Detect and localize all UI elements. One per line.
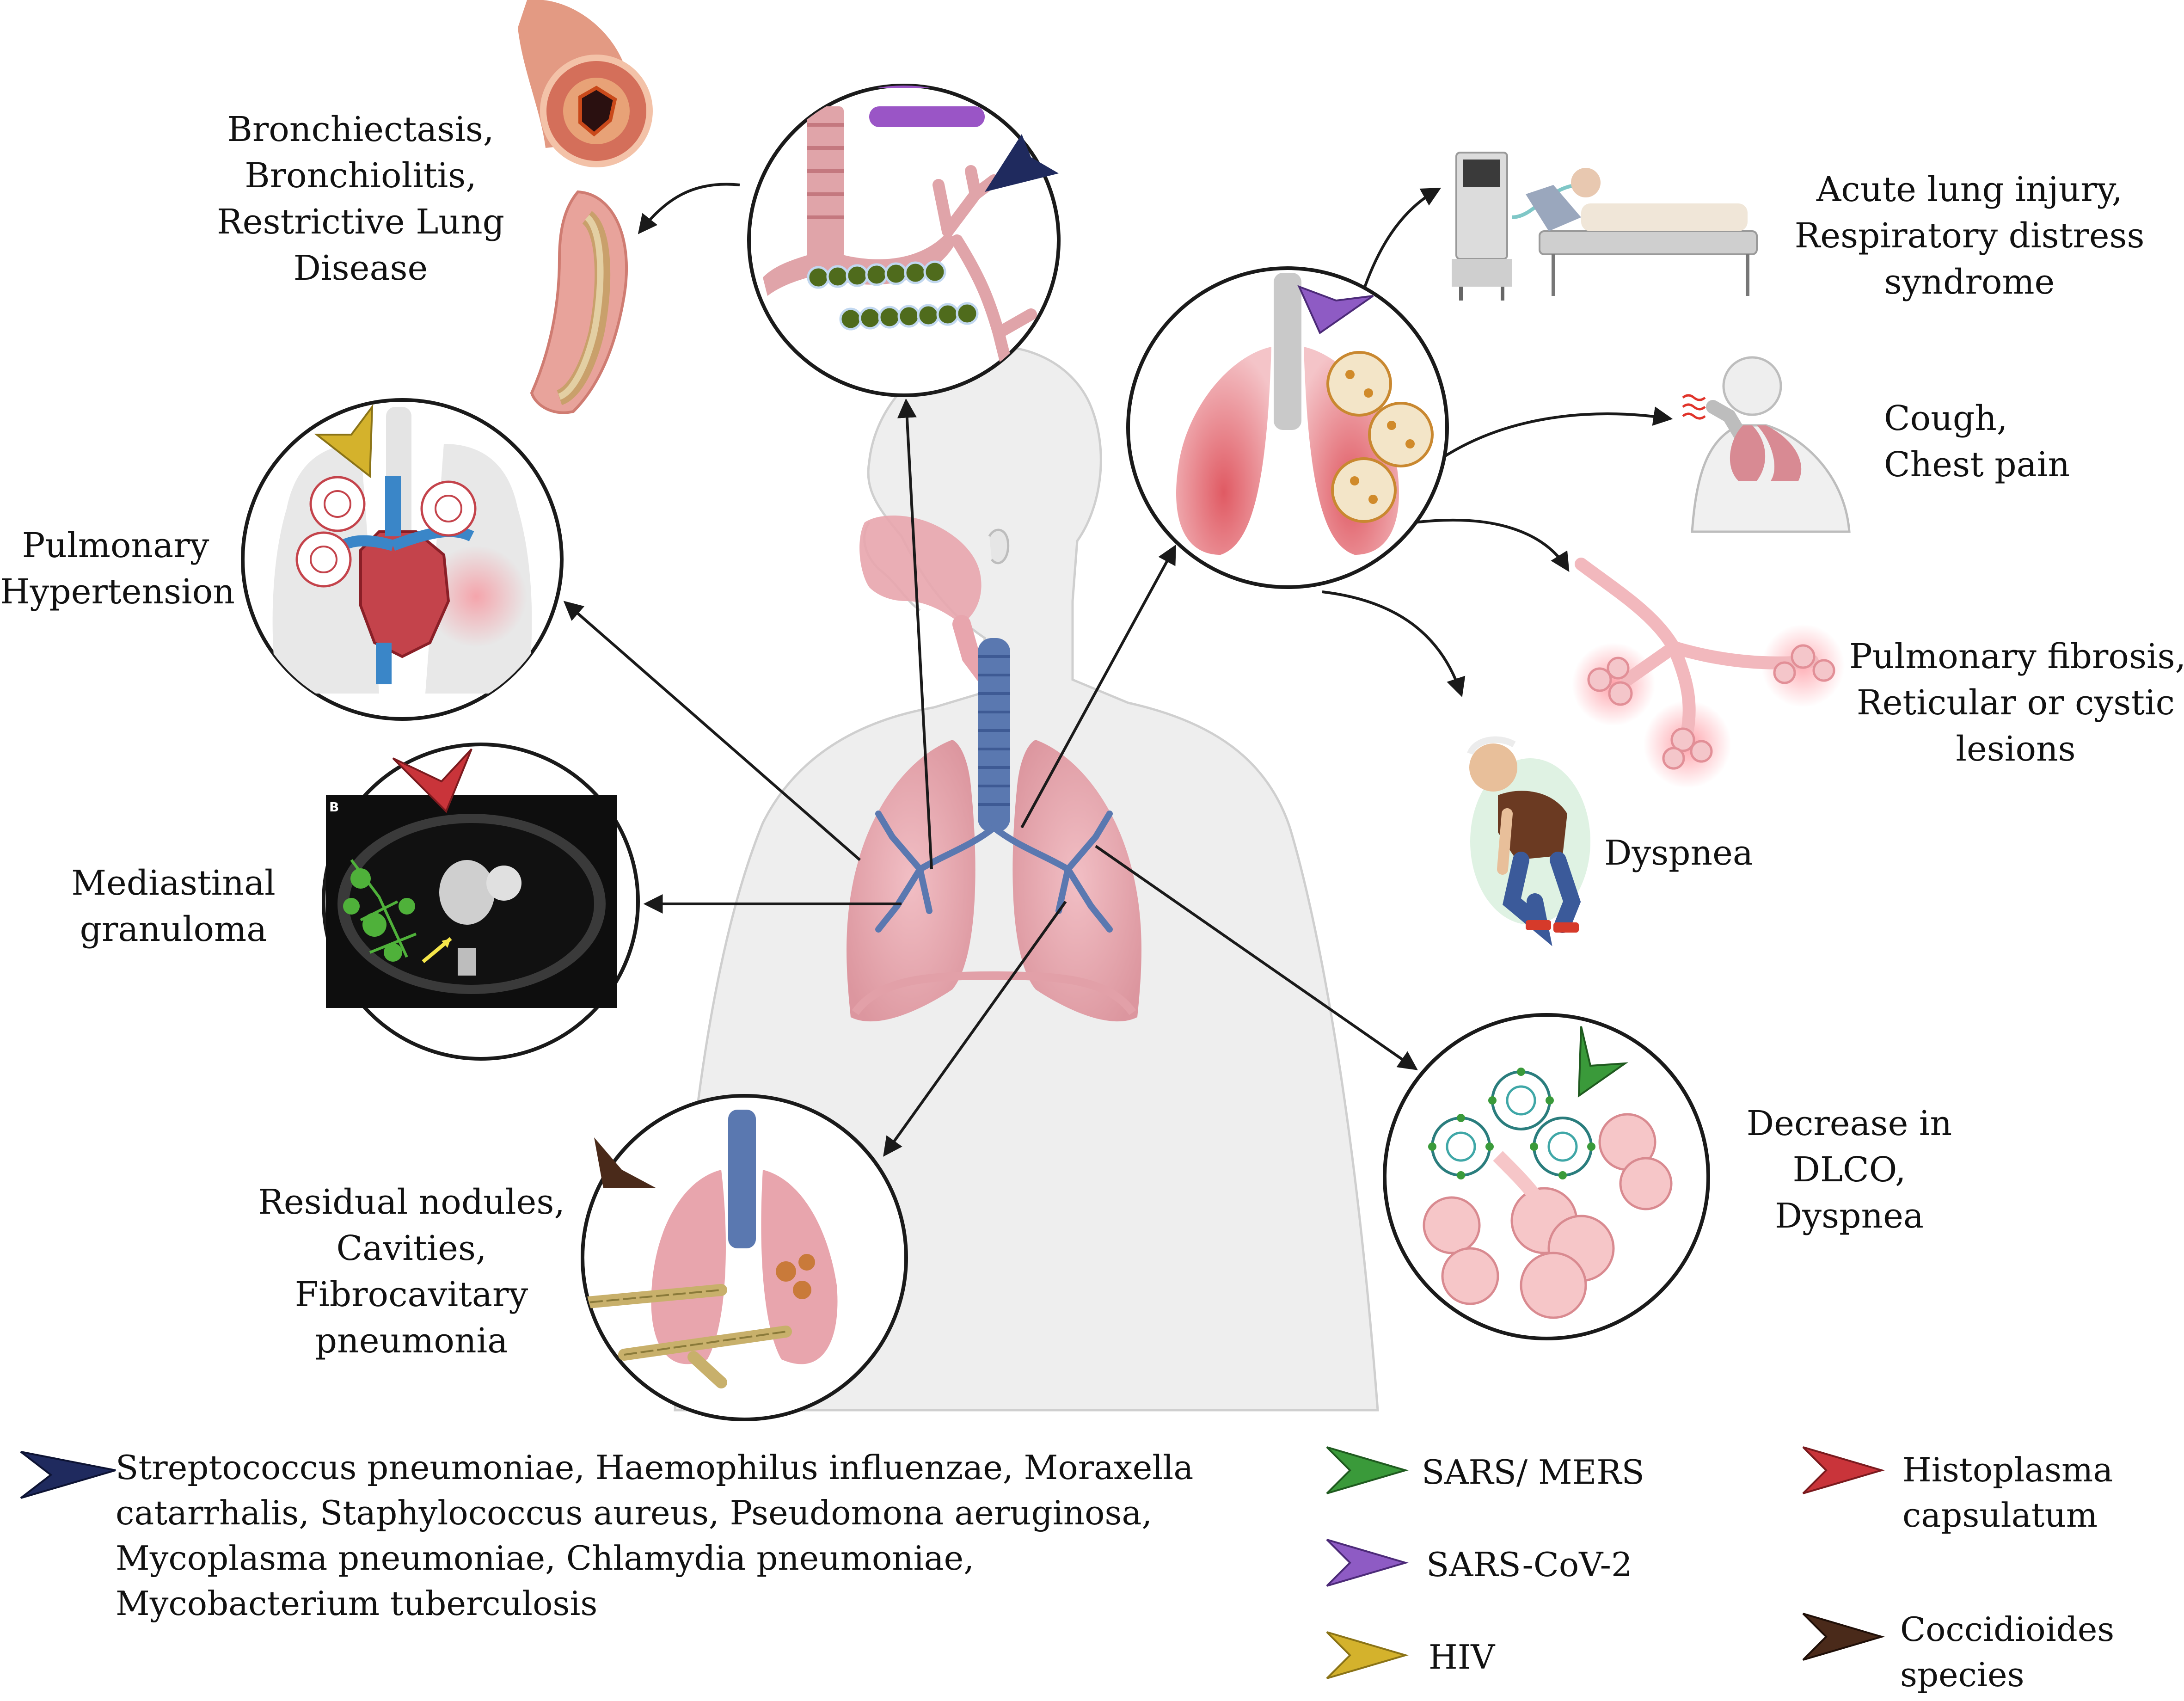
arrow-to-dyspnea <box>1322 590 1466 697</box>
legend-text-sars-cov-2: SARS-CoV-2 <box>1426 1545 1632 1584</box>
arrow-to-fibrosis <box>1414 518 1570 572</box>
bronchus-cross-section-illustration <box>518 0 653 167</box>
airway-infection-circle <box>747 84 1061 397</box>
arrow-to-bronchiectasis <box>638 183 740 234</box>
icu-ventilator-illustration <box>1452 152 1758 301</box>
legend-marker-sars-mers <box>1326 1446 1409 1494</box>
fibrotic-alveoli-illustration <box>1572 558 1845 788</box>
arrow-to-residual-circle <box>883 901 1067 1157</box>
covid-lungs-circle <box>1126 266 1449 589</box>
legend-markers <box>20 1446 1885 1679</box>
mediastinal-granuloma-circle: B <box>322 743 640 1061</box>
legend-marker-sars-cov-2 <box>1326 1539 1409 1587</box>
breathless-man-illustration <box>1467 736 1590 946</box>
virus-icon <box>295 476 477 588</box>
arrow-to-airway-circle <box>897 398 933 870</box>
virus-icon <box>1431 1070 1593 1177</box>
legend-marker-bacteria <box>20 1451 116 1499</box>
arrowhead-marker-sars-mers <box>1577 1026 1629 1098</box>
arrow-to-cough <box>1442 406 1673 459</box>
central-lungs <box>847 638 1141 1022</box>
arrowhead-marker-bacteria <box>985 134 1059 192</box>
arrows <box>563 183 1673 1157</box>
arrowhead-marker-histoplasma <box>392 748 472 813</box>
dilated-bronchus-illustration <box>530 190 628 414</box>
legend-text-bacteria: Streptococcus pneumoniae, Haemophilus in… <box>116 1448 1194 1623</box>
arrow-to-ph-circle <box>563 601 861 861</box>
arrowhead-marker-coccidioides <box>594 1137 656 1188</box>
legend-marker-coccidioides <box>1802 1613 1885 1661</box>
ct-panel-letter: B <box>329 799 339 815</box>
legend-text-hiv: HIV <box>1429 1638 1495 1676</box>
legend-text-sars-mers: SARS/ MERS <box>1422 1453 1644 1492</box>
coronavirus-cluster-icon <box>1326 351 1434 523</box>
label-airway-disease: Bronchiectasis,Bronchiolitis,Restrictive… <box>216 110 505 288</box>
arrowhead-marker-hiv <box>314 404 374 479</box>
arrowhead-marker-sars-cov-2 <box>1297 285 1374 335</box>
residual-nodules-circle <box>581 1094 908 1421</box>
legend-marker-histoplasma <box>1802 1446 1885 1494</box>
alveoli-dlco-circle <box>1383 1013 1710 1340</box>
label-dyspnea: Dyspnea <box>1604 833 1754 873</box>
label-cough: Cough,Chest pain <box>1884 399 2070 485</box>
arrow-to-covid-circle <box>1020 544 1177 829</box>
coughing-person-illustration <box>1682 356 1851 533</box>
pulmonary-hypertension-circle <box>241 398 564 721</box>
legend-marker-hiv <box>1326 1631 1409 1679</box>
arrow-to-dlco-circle <box>1095 845 1418 1070</box>
